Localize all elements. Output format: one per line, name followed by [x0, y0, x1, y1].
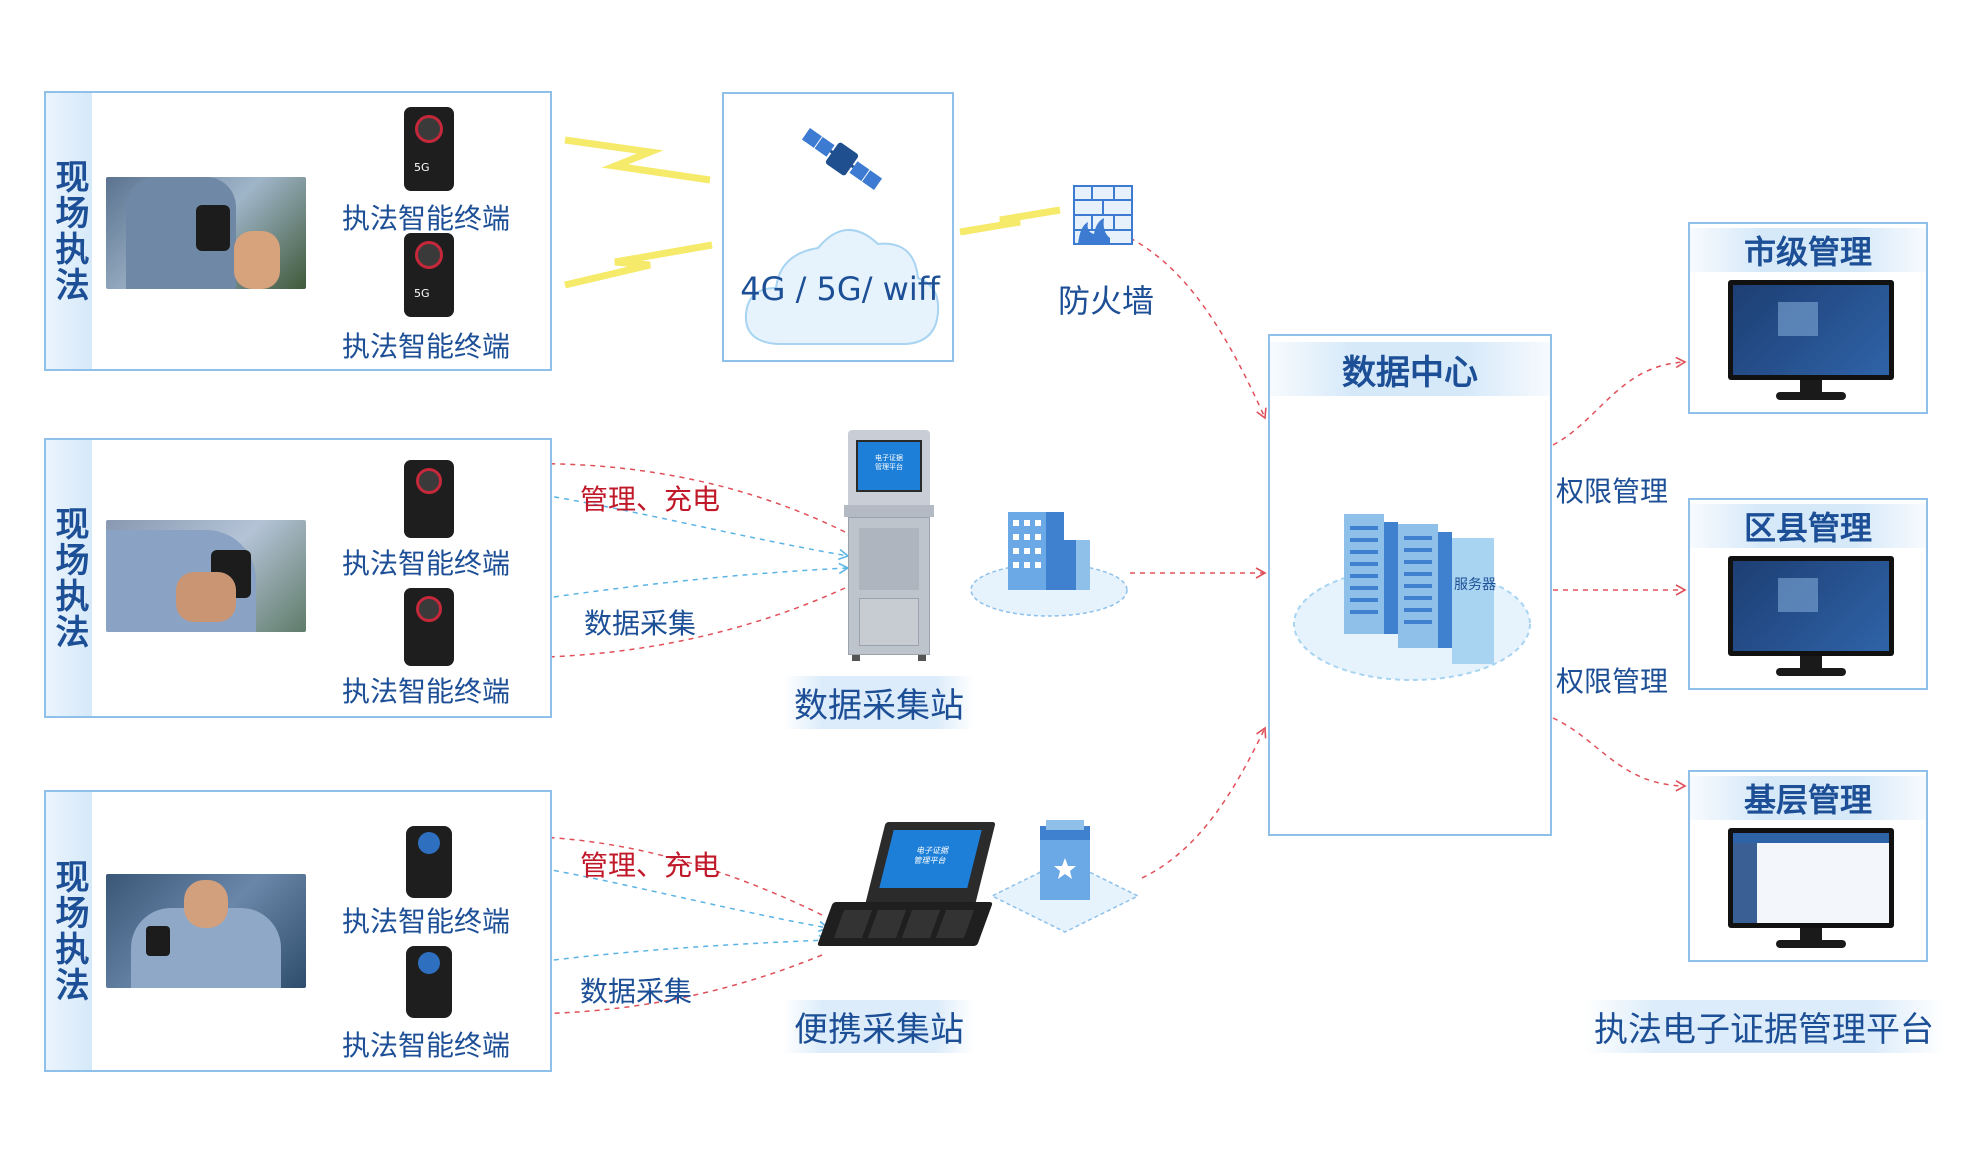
wireless-bolt-1 [564, 136, 711, 184]
officer-photo [106, 177, 306, 289]
wireless-bolt-2 [564, 241, 713, 289]
kiosk-screen: 电子证据 管理平台 [856, 440, 922, 492]
datacenter-title: 数据中心 [1270, 342, 1550, 396]
bodycam-device [404, 460, 454, 538]
terminal-label: 执法智能终端 [342, 330, 511, 363]
flow-to-base [1552, 717, 1687, 792]
field-label: 现场执法 [46, 93, 92, 369]
permission-label: 权限管理 [1556, 475, 1669, 508]
bodycam-device [404, 588, 454, 666]
firewall-icon [1073, 185, 1133, 245]
platform-label: 执法电子证据管理平台 [1584, 1000, 1944, 1053]
portable-station-case: 电子证据 管理平台 [816, 822, 996, 952]
datacenter-panel: 数据中心 服务器 [1268, 334, 1552, 836]
flow-station-manage-1 [453, 461, 846, 533]
bodycam-device [406, 946, 452, 1018]
flow-station-manage-2 [453, 587, 846, 662]
flow-label-data: 数据采集 [584, 607, 697, 640]
firewall-label: 防火墙 [1058, 282, 1155, 320]
terminal-label: 执法智能终端 [342, 905, 511, 938]
terminal-label: 执法智能终端 [342, 1029, 511, 1062]
flow-label-manage: 管理、充电 [580, 483, 721, 516]
bodycam-device: 5G [404, 233, 454, 317]
server-label: 服务器 [1454, 577, 1496, 593]
terminal-label: 执法智能终端 [342, 675, 511, 708]
monitor-icon [1728, 828, 1894, 928]
flow-to-city [1552, 356, 1687, 446]
satellite-icon [801, 128, 883, 190]
wireless-bolt-3 [959, 206, 1061, 236]
flow-firewall-datacenter [1129, 237, 1267, 420]
flow-label-manage: 管理、充电 [580, 849, 721, 882]
bodycam-device [406, 826, 452, 898]
level-title: 市级管理 [1690, 228, 1926, 272]
portable-station-label: 便携采集站 [784, 1000, 974, 1053]
terminal-label: 执法智能终端 [342, 547, 511, 580]
collection-station-kiosk: 电子证据 管理平台 [844, 430, 934, 661]
field-label: 现场执法 [46, 440, 92, 716]
officer-photo [106, 520, 306, 632]
flow-label-data: 数据采集 [580, 975, 693, 1008]
permission-label: 权限管理 [1556, 665, 1669, 698]
field-panel-2: 现场执法 执法智能终端 执法智能终端 [44, 438, 552, 718]
flow-portable-manage-1 [453, 831, 823, 916]
officer-photo [106, 874, 306, 988]
field-panel-3: 现场执法 执法智能终端 执法智能终端 [44, 790, 552, 1072]
portable-screen: 电子证据 管理平台 [879, 830, 982, 888]
network-panel: 4G / 5G/ wiff [722, 92, 954, 362]
police-building-icon [990, 820, 1140, 933]
station-label: 数据采集站 [784, 676, 974, 729]
field-label: 现场执法 [46, 792, 92, 1070]
level-title: 区县管理 [1690, 504, 1926, 548]
network-label: 4G / 5G/ wiff [740, 270, 940, 308]
building-icon [970, 512, 1128, 617]
level-title: 基层管理 [1690, 776, 1926, 820]
bodycam-device: 5G [404, 107, 454, 191]
server-rack-icon [1293, 514, 1531, 681]
cloud-icon [744, 228, 940, 345]
monitor-icon [1728, 280, 1894, 380]
level-panel-county: 区县管理 [1688, 498, 1928, 690]
level-panel-base: 基层管理 [1688, 770, 1928, 962]
field-panel-1: 现场执法 5G 执法智能终端 5G 执法智能终端 [44, 91, 552, 371]
level-panel-city: 市级管理 [1688, 222, 1928, 414]
terminal-label: 执法智能终端 [342, 202, 511, 235]
flow-portable-datacenter [1141, 726, 1267, 879]
monitor-icon [1728, 556, 1894, 656]
